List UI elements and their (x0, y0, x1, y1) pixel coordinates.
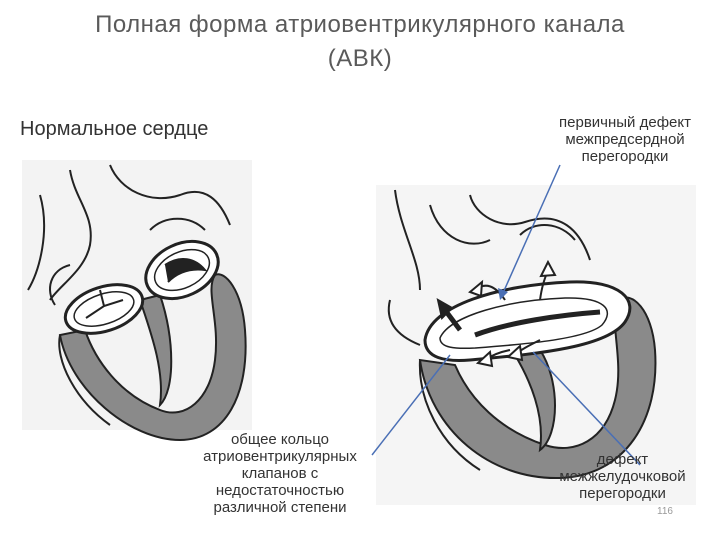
slide-number: 116 (657, 506, 673, 517)
label-common-av-ring: общее кольцо атриовентрикулярных клапано… (185, 431, 375, 516)
label-primary-atrial-defect: первичный дефект межпредсердной перегоро… (540, 114, 710, 165)
label-ventricular-septal-defect: дефект межжелудочковой перегородки (540, 451, 705, 502)
normal-heart-illustration (22, 160, 252, 440)
